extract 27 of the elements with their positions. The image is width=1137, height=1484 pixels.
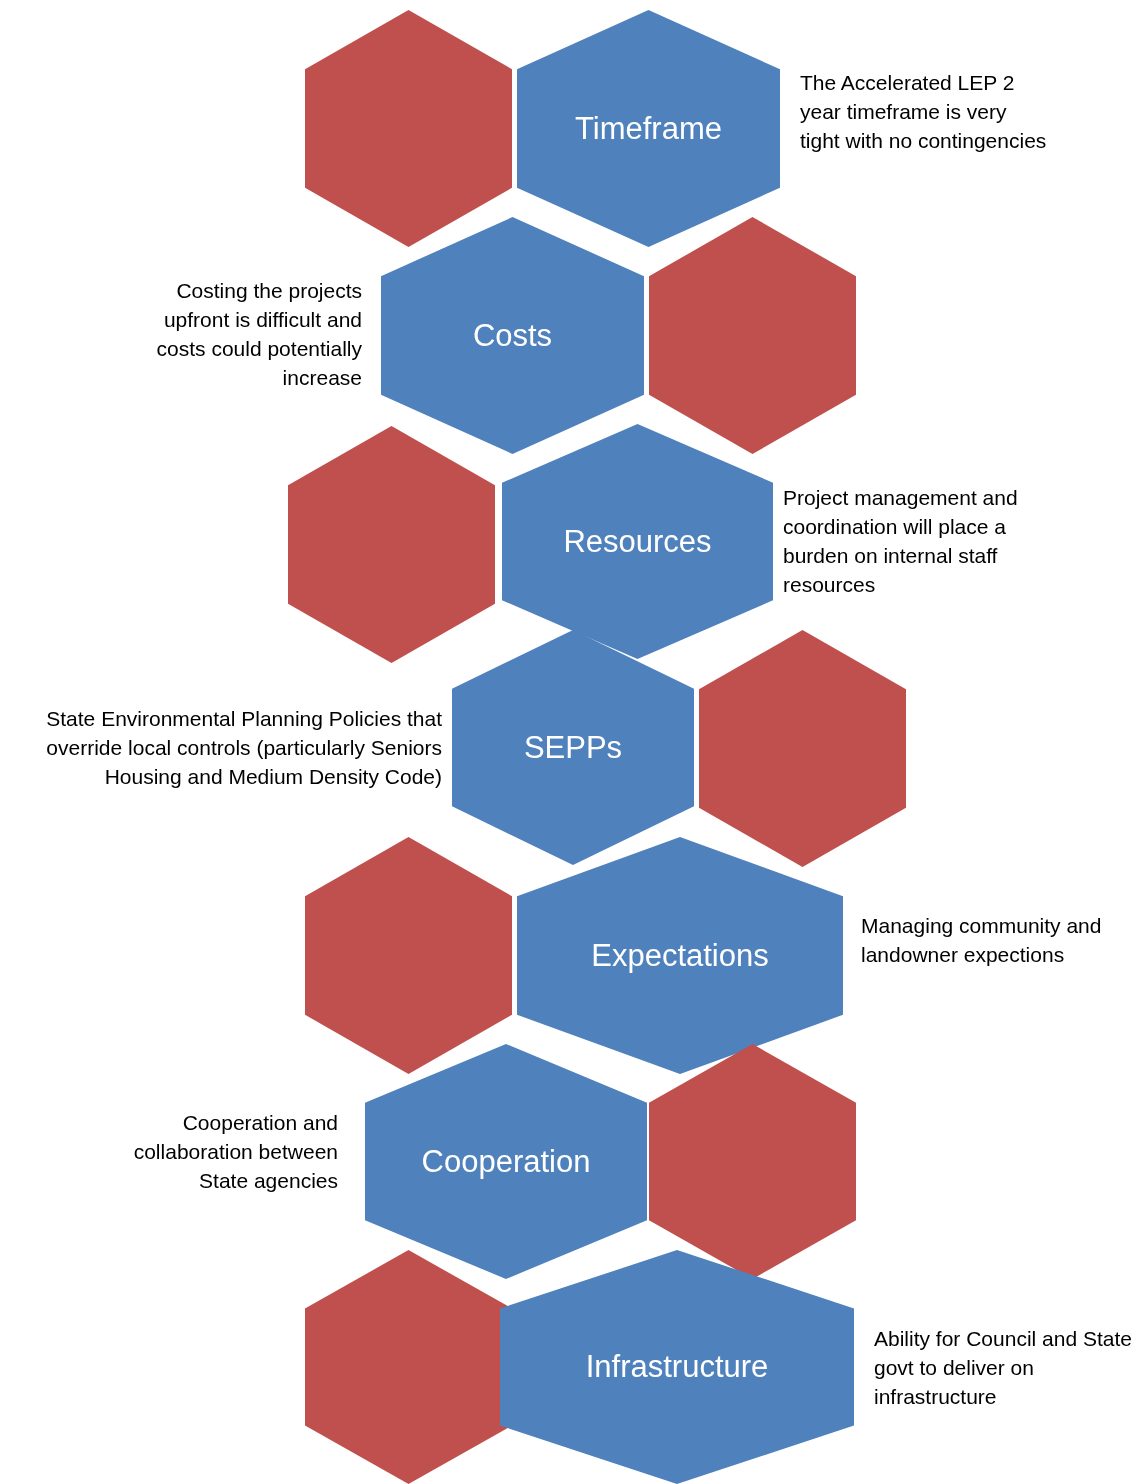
hexagon-shape [649,217,856,454]
hexagon-title: Cooperation [421,1143,591,1180]
hexagon-shape [699,630,906,867]
hexagon-title: Expectations [591,937,769,974]
hexagon-shape [649,1044,856,1279]
hexagon-node [502,424,773,659]
description-text: Project management and coordination will place a burden on internal staff resources [783,485,1019,598]
hexagon-node [365,1044,647,1279]
hexagon-node [452,630,694,865]
hexagon-shape [288,426,495,663]
hexagon-title: Costs [472,317,553,354]
hexagon-shape [305,10,512,247]
hexagon-shape [305,837,512,1074]
hexagon-node [517,837,843,1074]
hexagon-node [517,10,780,247]
hexagon-title: SEPPs [523,729,623,766]
description-text: Costing the projects upfront is difficult and costs could potentially increase [155,278,362,391]
hexagon-title: Timeframe [575,110,722,147]
description-text: The Accelerated LEP 2 year timeframe is very tight with no contingencies [800,70,1048,154]
hexagon-title: Resources [563,523,712,560]
description-text: Cooperation and collaboration between State agencies [132,1110,338,1194]
description-text: State Environmental Planning Policies that override local controls (particularly Seniors Housing and Medium Density Code) [45,706,442,790]
description-text: Managing community and landowner expections [861,913,1103,968]
hexagon-node [381,217,644,454]
hexagon-title: Infrastructure [585,1349,769,1385]
hexagon-node [500,1250,854,1484]
description-text: Ability for Council and State govt to deliver on infrastructure [874,1326,1133,1410]
